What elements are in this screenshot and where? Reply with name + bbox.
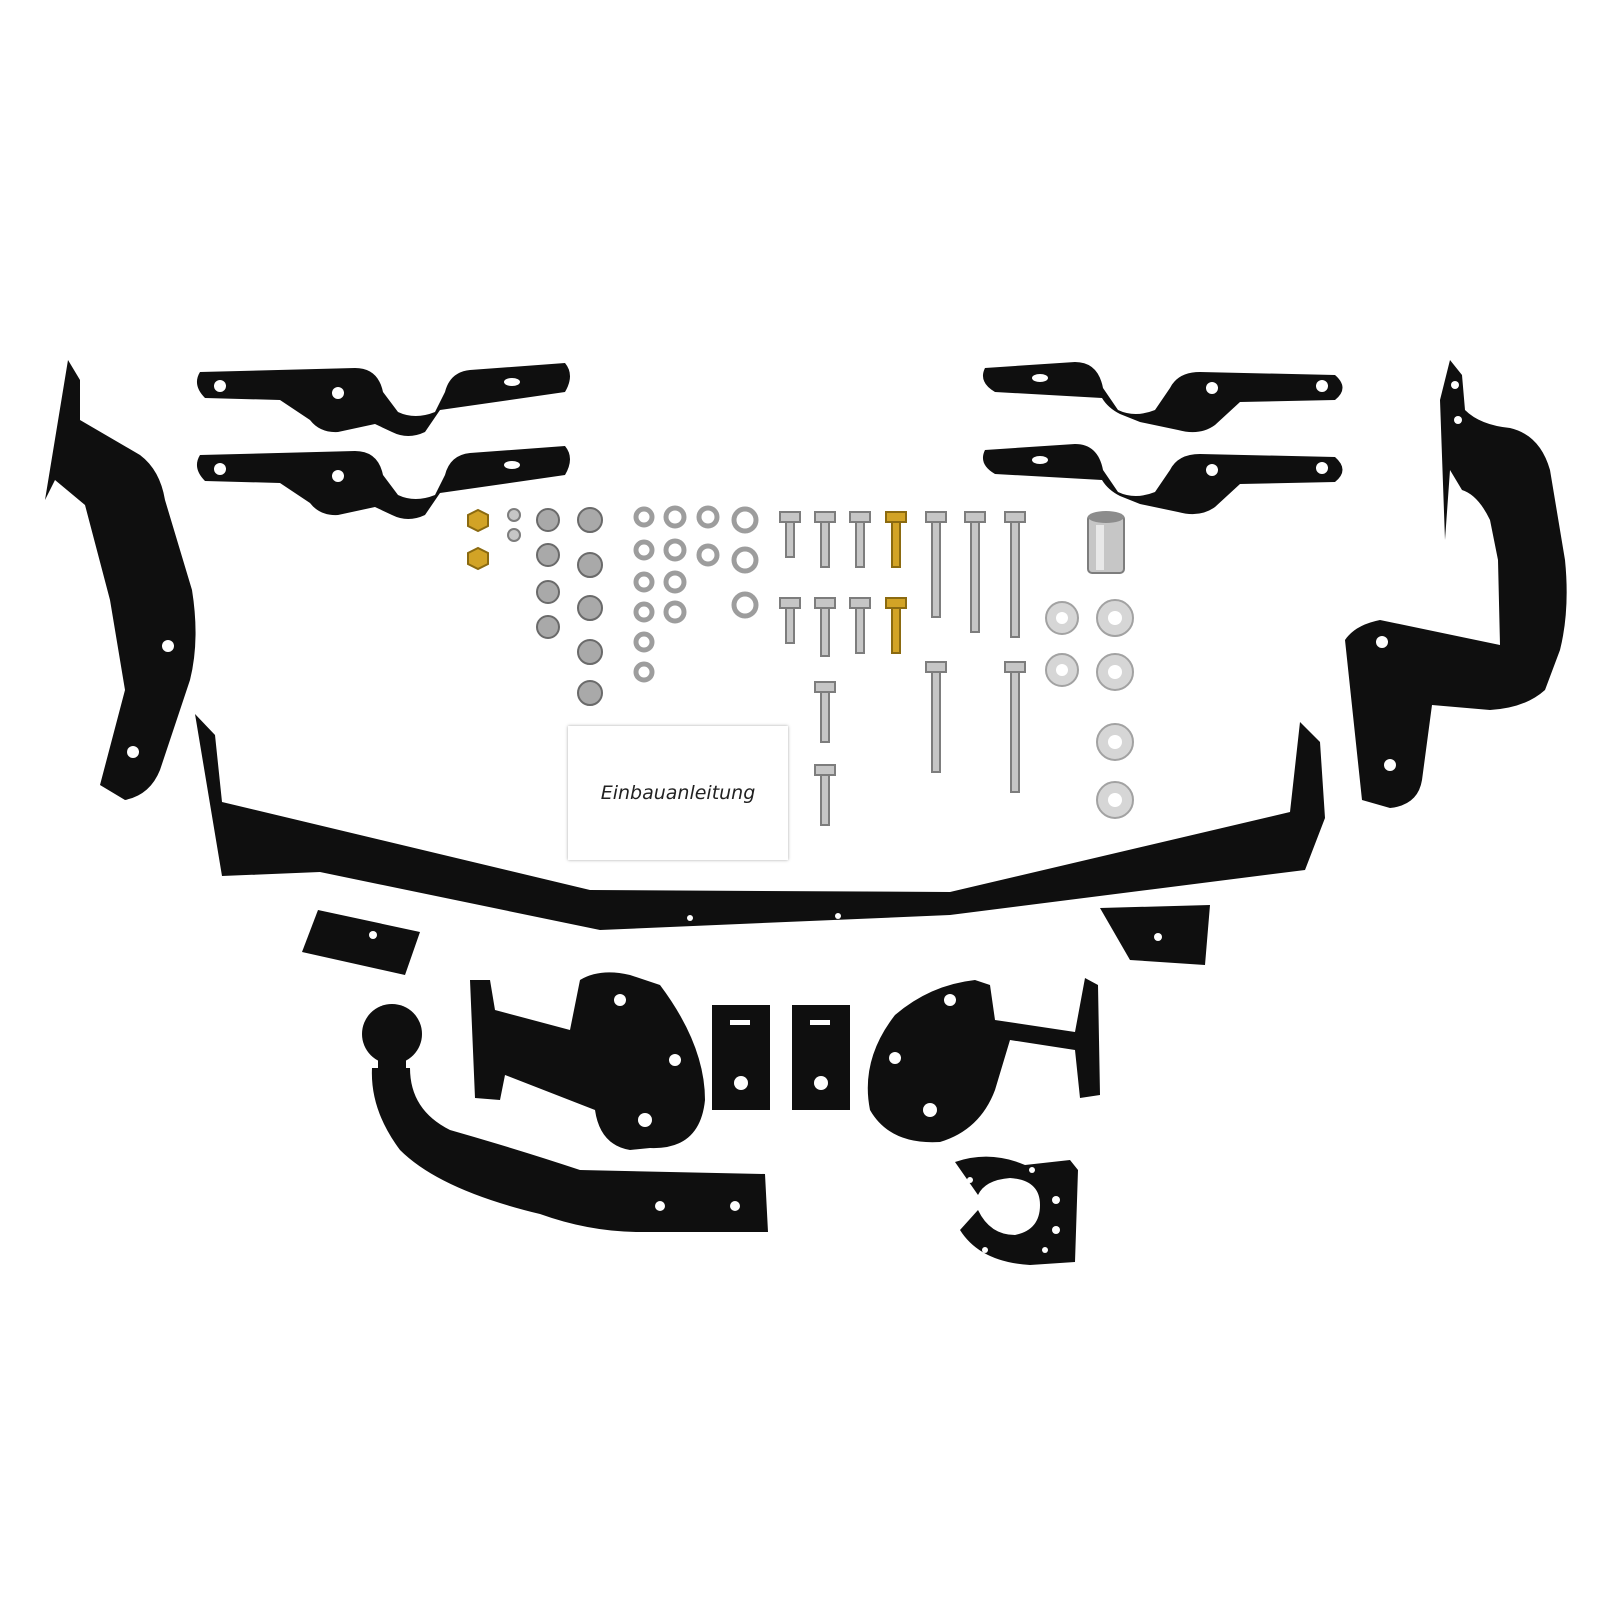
mounting-plate-top-left-2	[196, 446, 570, 519]
installation-manual-title: Einbauanleitung	[600, 782, 756, 804]
hardware-nuts	[467, 507, 603, 706]
spacer-bracket-2	[792, 1005, 850, 1110]
socket-plate	[955, 1156, 1078, 1265]
spacer-bracket-1	[712, 1005, 770, 1110]
tow-ball-neck	[362, 1004, 768, 1232]
mounting-plate-top-right-2	[982, 444, 1343, 515]
mounting-plate-top-left-1	[196, 363, 570, 436]
lower-bracket-right	[867, 978, 1100, 1143]
installation-manual: Einbauanleitung	[568, 726, 788, 860]
side-bracket-left	[45, 360, 196, 800]
hardware-washers	[633, 505, 759, 683]
hardware-bolts	[779, 511, 1026, 826]
spacer-rings	[1045, 599, 1134, 819]
lower-bracket-left	[470, 972, 705, 1150]
cross-beam	[195, 714, 1325, 975]
spacer-sleeve	[1087, 511, 1125, 574]
mounting-plate-top-right-1	[982, 362, 1343, 433]
side-bracket-right	[1345, 360, 1567, 808]
